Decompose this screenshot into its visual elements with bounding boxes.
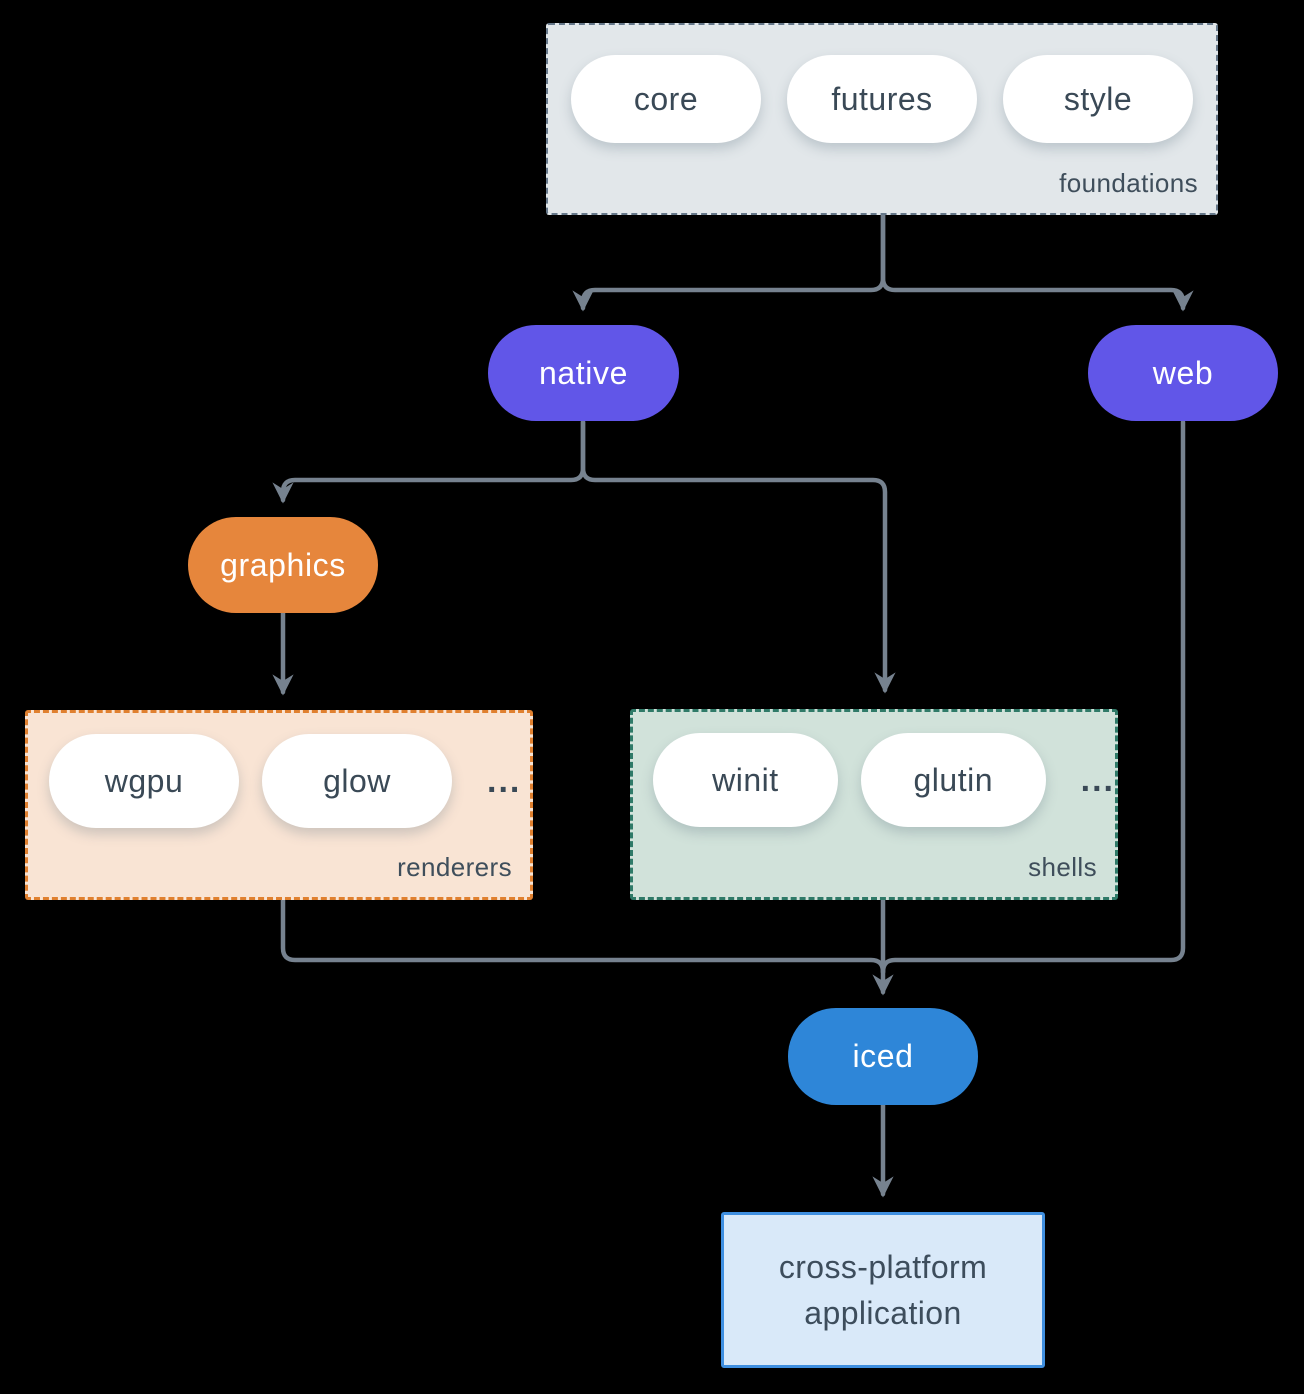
pill-futures: futures [787, 55, 977, 143]
node-web: web [1088, 325, 1278, 421]
renderers-pill-row: wgpu glow ... [28, 734, 530, 828]
foundations-label: foundations [1059, 168, 1198, 198]
shells-ellipsis: ... [1080, 760, 1115, 799]
edge-foundations-native [572, 212, 886, 312]
node-native: native [488, 325, 679, 421]
foundations-pill-row: core futures style [548, 55, 1216, 143]
pill-glutin: glutin [860, 733, 1046, 827]
node-iced: iced [788, 1008, 978, 1105]
application-label-line2: application [804, 1295, 962, 1331]
pill-winit: winit [653, 733, 838, 827]
shells-label: shells [1028, 852, 1097, 882]
renderers-ellipsis: ... [487, 761, 522, 800]
edge-native-graphics [272, 419, 586, 504]
edge-native-shells [580, 419, 896, 694]
pill-wgpu: wgpu [49, 734, 239, 828]
node-graphics: graphics [188, 517, 378, 613]
node-cross-platform-application: cross-platform application [721, 1212, 1045, 1368]
application-label-line1: cross-platform [778, 1249, 988, 1285]
foundations-group: core futures style foundations [546, 23, 1218, 215]
renderers-label: renderers [397, 852, 512, 882]
pill-glow: glow [262, 734, 452, 828]
edge-renderers-merge [280, 897, 886, 975]
renderers-group: wgpu glow ... renderers [25, 710, 533, 900]
shells-group: winit glutin ... shells [630, 709, 1118, 900]
shells-pill-row: winit glutin ... [633, 733, 1115, 827]
edge-foundations-web [880, 212, 1194, 312]
pill-core: core [571, 55, 761, 143]
pill-style: style [1003, 55, 1193, 143]
